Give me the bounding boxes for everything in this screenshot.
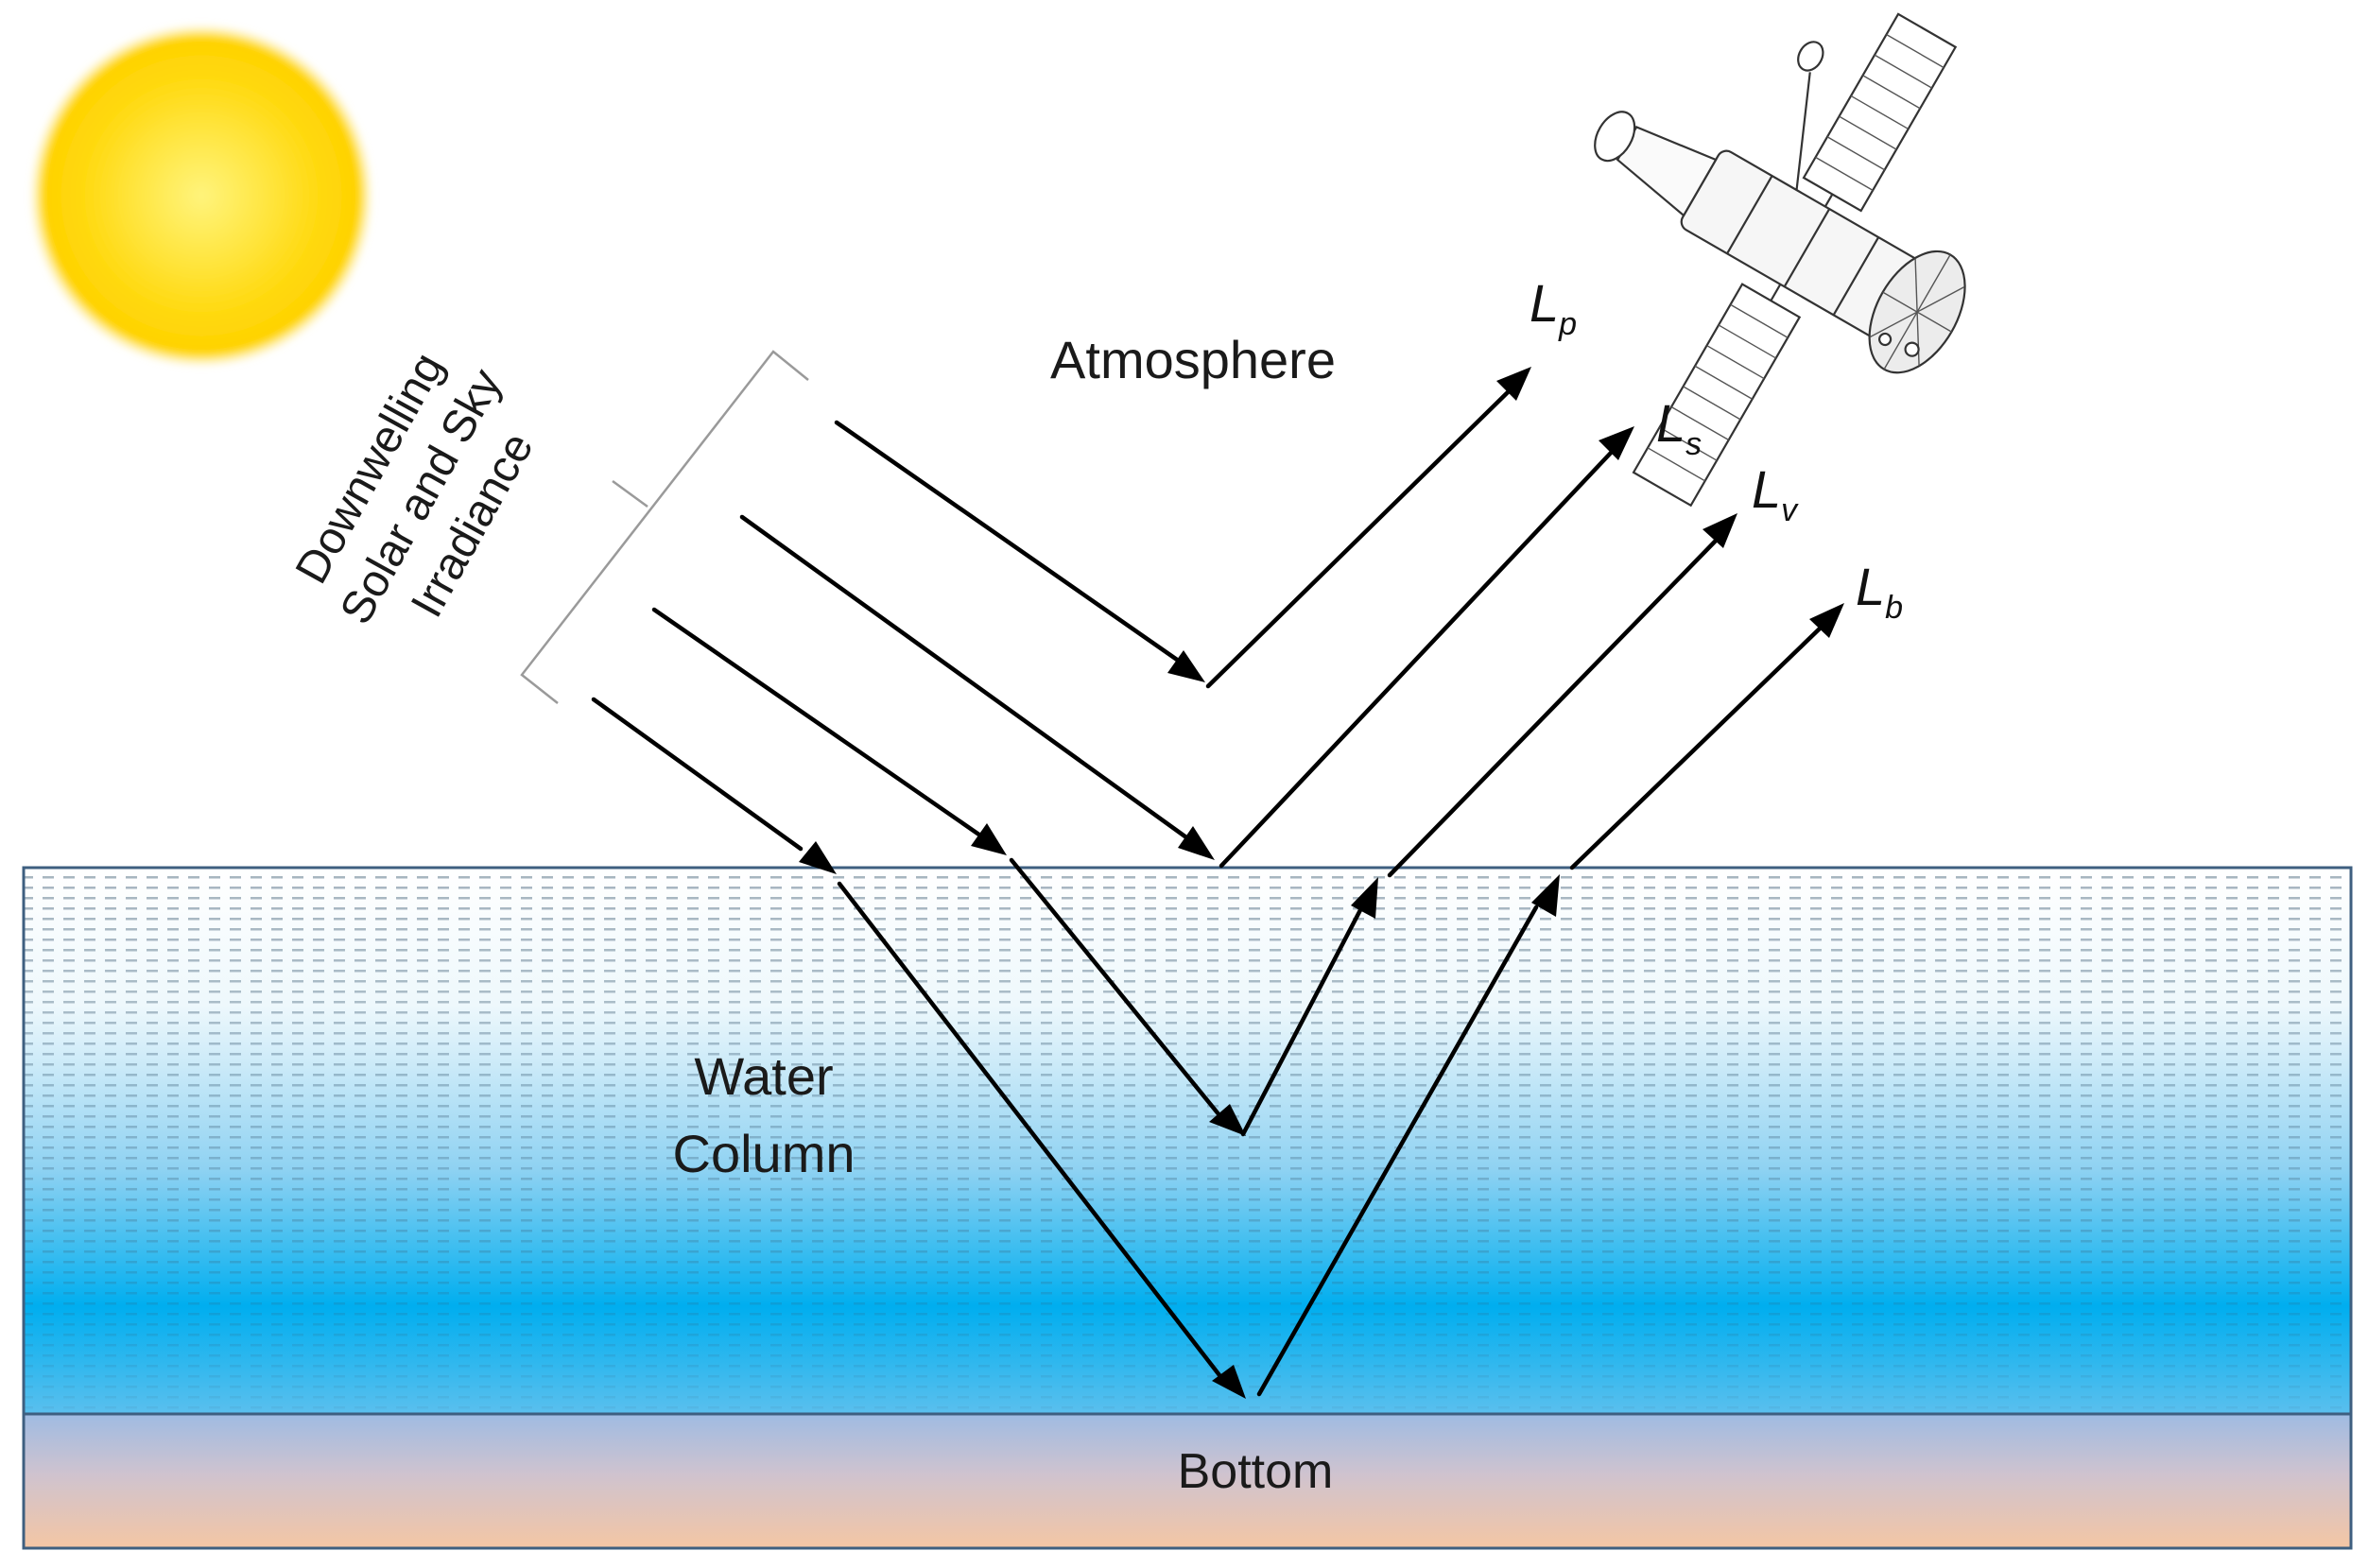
irradiance-bracket <box>520 350 809 704</box>
radiance-label-v: Lv <box>1752 459 1799 528</box>
water-column-label-line-2: Column <box>673 1124 856 1183</box>
satellite-icon <box>1594 12 1966 508</box>
arrows <box>591 389 1823 1397</box>
atmosphere-label: Atmosphere <box>1050 330 1336 389</box>
radiance-label-s: Ls <box>1656 393 1702 462</box>
water-column <box>22 866 2353 1418</box>
bottom-label: Bottom <box>1178 1444 1334 1499</box>
radiance-label-p: Lp <box>1530 273 1577 342</box>
water-column-label-line-1: Water <box>694 1046 833 1106</box>
bottom-layer <box>22 1412 2353 1550</box>
irradiance-label: Downwelling Solar and Sky Irradiance <box>286 345 544 632</box>
arrowheads <box>799 367 1844 1399</box>
radiance-label-b: Lb <box>1856 557 1903 626</box>
sun-icon <box>31 26 372 366</box>
